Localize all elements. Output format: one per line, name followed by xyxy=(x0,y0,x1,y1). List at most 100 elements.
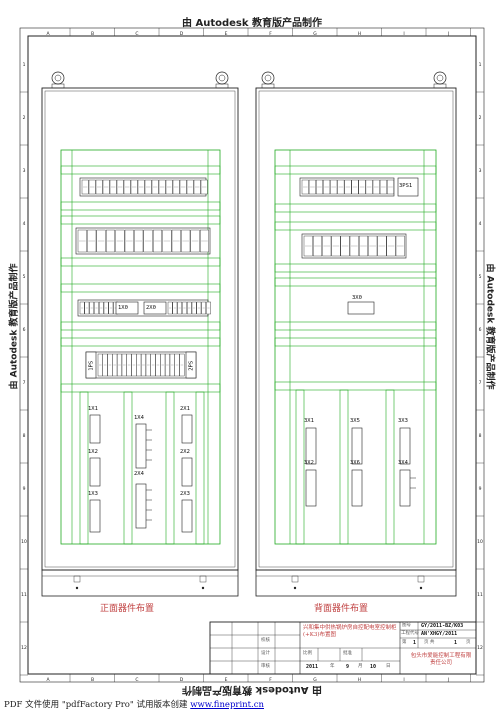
border-letter: E xyxy=(225,677,228,683)
border-letter: E xyxy=(225,31,228,37)
month-label: 月 xyxy=(358,664,363,669)
footer-link[interactable]: www.fineprint.cn xyxy=(190,700,264,710)
border-number: 7 xyxy=(23,380,26,386)
front-plinth xyxy=(41,569,239,597)
row-label-check: 校核 xyxy=(261,638,270,643)
border-letter: G xyxy=(313,677,317,683)
row-label-design: 设计 xyxy=(261,651,270,656)
border-letter: G xyxy=(313,31,317,37)
border-letter: C xyxy=(135,31,138,37)
back-label-3x6: 3X6 xyxy=(350,460,360,466)
border-number: 8 xyxy=(23,433,26,439)
front-terminal-1x0: 1X0 xyxy=(118,305,128,311)
title-block xyxy=(209,621,477,675)
border-number: 1 xyxy=(23,62,26,68)
company-name: 包头市爱能控制工程有限责任公司 xyxy=(410,653,472,666)
border-letter: H xyxy=(358,31,361,37)
front-relay-row xyxy=(75,227,211,255)
lifting-eye-icon xyxy=(433,71,447,85)
border-letter: C xyxy=(135,677,138,683)
sheet-label: 第 xyxy=(402,640,407,645)
day-label: 日 xyxy=(386,664,391,669)
border-number: 8 xyxy=(479,433,482,439)
lifting-eye-icon xyxy=(51,71,65,85)
lifting-eye-icon xyxy=(261,71,275,85)
border-number: 10 xyxy=(21,539,27,545)
border-number: 11 xyxy=(21,592,27,598)
border-number: 7 xyxy=(479,380,482,386)
border-letter: B xyxy=(91,677,94,683)
col-label-approve: 批准 xyxy=(343,651,352,656)
back-ps-label: 3PS1 xyxy=(399,183,413,189)
col-label-scale: 比例 xyxy=(303,651,312,656)
project-no: AN'XHGY/2011 xyxy=(421,631,458,637)
date-year: 2011 xyxy=(306,664,319,670)
border-letter: F xyxy=(269,31,272,37)
date-month: 9 xyxy=(346,664,350,670)
row-label-review: 审核 xyxy=(261,664,270,669)
front-cabinet xyxy=(41,71,239,597)
border-number: 1 xyxy=(479,62,482,68)
lifting-eye-icon xyxy=(215,71,229,85)
project-no-label: 工程代号 xyxy=(401,631,419,636)
border-number: 10 xyxy=(477,539,483,545)
front-label-2x2: 2X2 xyxy=(180,449,190,455)
border-letter: B xyxy=(91,31,94,37)
back-caption: 背面器件布置 xyxy=(314,604,369,614)
border-number: 4 xyxy=(479,221,482,227)
border-number: 9 xyxy=(479,486,482,492)
border-number: 2 xyxy=(479,115,482,121)
date-day: 10 xyxy=(370,664,377,670)
front-mounting-plate xyxy=(60,149,221,545)
back-cabinet xyxy=(255,71,457,597)
front-terminal-2x0: 2X0 xyxy=(146,305,156,311)
sheets-label: 页 共 xyxy=(424,640,435,645)
border-letter: D xyxy=(180,677,184,683)
back-plinth xyxy=(255,569,457,597)
front-label-1x4: 1X4 xyxy=(134,415,144,421)
footer-prefix: PDF 文件使用 "pdfFactory Pro" 试用版本创建 xyxy=(4,700,191,710)
border-number: 2 xyxy=(23,115,26,121)
border-letter: D xyxy=(180,31,184,37)
year-label: 年 xyxy=(330,664,335,669)
back-label-3x4: 3X4 xyxy=(398,460,408,466)
front-label-1x2: 1X2 xyxy=(88,449,98,455)
border-letter: F xyxy=(269,677,272,683)
border-number: 12 xyxy=(21,645,27,651)
border-number: 6 xyxy=(479,327,482,333)
front-label-1x1: 1X1 xyxy=(88,406,98,412)
outer-frame xyxy=(19,27,485,683)
front-label-2x4: 2X4 xyxy=(134,471,144,477)
sheets-total: 1 xyxy=(454,640,458,646)
back-relay-row xyxy=(301,233,407,259)
sheet-no: 1 xyxy=(413,640,417,646)
back-terminal-3x0 xyxy=(347,301,375,315)
front-ps-left: 1PS xyxy=(88,360,95,371)
page-label: 页 xyxy=(466,640,471,645)
border-number: 3 xyxy=(23,168,26,174)
front-label-2x3: 2X3 xyxy=(180,491,190,497)
border-number: 4 xyxy=(23,221,26,227)
back-label-3x5: 3X5 xyxy=(350,418,360,424)
back-label-3x2: 3X2 xyxy=(304,460,314,466)
front-ps-right: 2PS xyxy=(188,360,195,371)
border-number: 3 xyxy=(479,168,482,174)
border-letter: I xyxy=(403,677,404,683)
front-caption: 正面器件布置 xyxy=(100,604,155,614)
drawing-title: 兴和集中供热锅炉房自控配电室控制柜(+K3)布置图 xyxy=(303,625,397,638)
border-number: 9 xyxy=(23,486,26,492)
border-number: 5 xyxy=(479,274,482,280)
border-letter: A xyxy=(46,31,50,37)
front-label-1x3: 1X3 xyxy=(88,491,98,497)
border-number: 11 xyxy=(477,592,483,598)
pdf-footer: PDF 文件使用 "pdfFactory Pro" 试用版本创建 www.fin… xyxy=(4,698,264,710)
drawing-no: GY/2011-BZ/K03 xyxy=(421,623,464,629)
front-label-2x1: 2X1 xyxy=(180,406,190,412)
border-letter: J xyxy=(447,677,449,683)
drawing-no-label: 图号 xyxy=(402,623,411,628)
border-letter: A xyxy=(46,677,50,683)
border-number: 6 xyxy=(23,327,26,333)
border-number: 12 xyxy=(477,645,483,651)
back-terminal-label: 3X0 xyxy=(352,295,362,301)
